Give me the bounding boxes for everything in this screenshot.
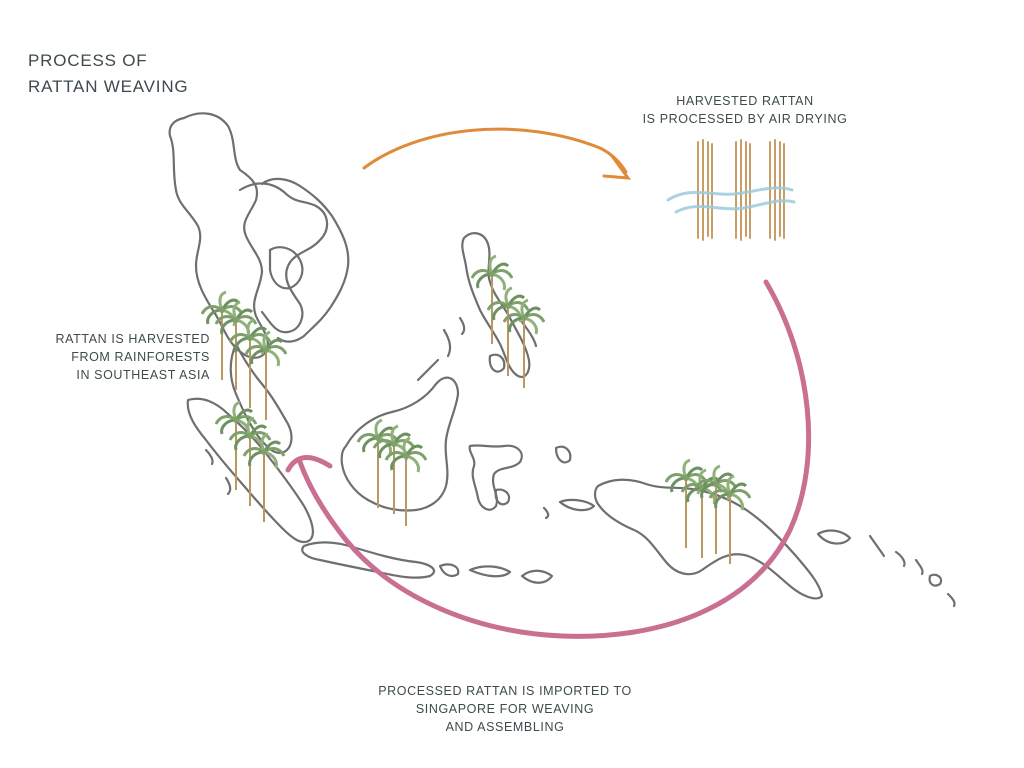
island-coastline: [928, 573, 943, 587]
island-coastline: [554, 445, 572, 464]
title-line: RATTAN WEAVING: [28, 77, 189, 96]
borneo-coastline: [340, 376, 460, 512]
caption-line: AND ASSEMBLING: [445, 720, 565, 734]
island-coastline: [442, 328, 452, 358]
mainland-coastline: [229, 342, 293, 454]
diagram-title: PROCESS OF RATTAN WEAVING: [28, 48, 188, 100]
island-coastline: [868, 534, 886, 558]
mainland-coastline: [268, 246, 304, 290]
island-coastline: [914, 558, 924, 576]
island-coastline: [520, 569, 554, 584]
rattan-cane-icon: [697, 139, 785, 241]
southeast-asia-map: [168, 112, 956, 608]
caption-line: FROM RAINFORESTS: [71, 350, 210, 364]
island-coastline: [468, 565, 512, 578]
sulawesi-coastline: [494, 488, 511, 506]
step-import-caption: PROCESSED RATTAN IS IMPORTED TO SINGAPOR…: [350, 682, 660, 736]
mainland-coastline: [238, 182, 329, 334]
island-coastline: [416, 358, 440, 382]
caption-line: PROCESSED RATTAN IS IMPORTED TO: [378, 684, 632, 698]
palm-tree-cluster-icon: [470, 254, 546, 390]
island-coastline: [816, 529, 852, 545]
mainland-coastline: [260, 177, 350, 343]
title-line: PROCESS OF: [28, 51, 148, 70]
orange-arrow-icon: [362, 127, 632, 180]
caption-line: HARVESTED RATTAN: [676, 94, 814, 108]
sumatra-coastline: [186, 397, 314, 544]
caption-line: RATTAN IS HARVESTED: [55, 332, 210, 346]
island-coastline: [488, 353, 506, 373]
step-harvest-caption: RATTAN IS HARVESTED FROM RAINFORESTS IN …: [30, 330, 210, 384]
caption-line: IN SOUTHEAST ASIA: [76, 368, 210, 382]
island-coastline: [946, 592, 956, 608]
island-coastline: [542, 506, 550, 520]
island-coastline: [438, 563, 460, 577]
island-coastline: [558, 498, 596, 512]
pink-loop-arrow-icon: [285, 279, 812, 639]
air-wave-icon: [666, 186, 796, 214]
step-drying-caption: HARVESTED RATTAN IS PROCESSED BY AIR DRY…: [600, 92, 890, 128]
island-coastline: [224, 476, 232, 496]
palm-tree-cluster-icon: [664, 458, 752, 566]
caption-line: SINGAPORE FOR WEAVING: [415, 702, 595, 716]
island-coastline: [204, 448, 214, 466]
island-coastline: [458, 316, 466, 336]
caption-line: IS PROCESSED BY AIR DRYING: [642, 112, 848, 126]
island-coastline: [894, 550, 906, 568]
